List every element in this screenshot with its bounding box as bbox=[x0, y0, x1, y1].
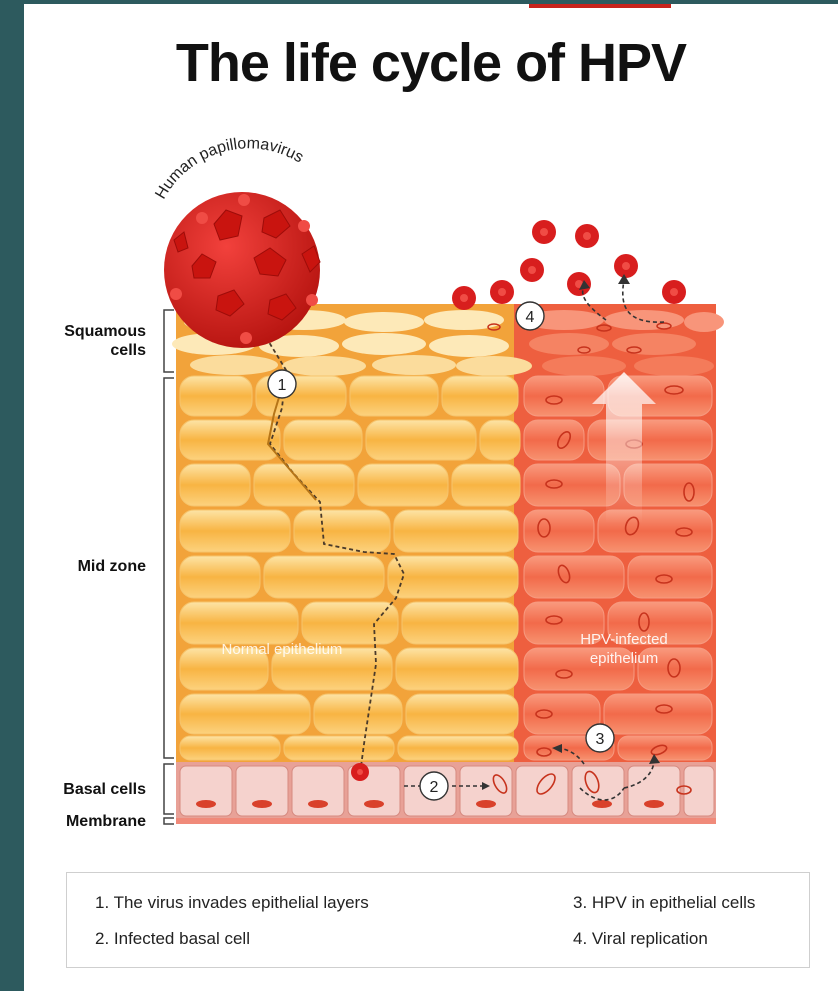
basal-cells-label: Basal cells bbox=[34, 780, 146, 799]
marker-1: 1 bbox=[268, 370, 296, 398]
virus-label: Human papillomavirus bbox=[152, 135, 306, 202]
layer-brackets bbox=[164, 310, 174, 824]
marker-4-label: 4 bbox=[526, 309, 535, 326]
legend-item-1: 1. The virus invades epithelial layers bbox=[95, 893, 369, 913]
mid-zone-label: Mid zone bbox=[44, 557, 146, 576]
legend-item-3: 3. HPV in epithelial cells bbox=[573, 893, 755, 913]
squamous-label-line2: cells bbox=[110, 342, 146, 359]
marker-4: 4 bbox=[516, 302, 544, 330]
squamous-label: Squamous cells bbox=[44, 322, 146, 360]
marker-3: 3 bbox=[586, 724, 614, 752]
membrane-label: Membrane bbox=[34, 812, 146, 831]
hpv-diagram: 1 2 3 4 Normal epithelium HPV-infected e… bbox=[24, 4, 838, 864]
normal-epithelium-label: Normal epithelium bbox=[222, 641, 343, 658]
squamous-label-line1: Squamous bbox=[64, 323, 146, 340]
marker-2-label: 2 bbox=[430, 779, 439, 796]
infected-epithelium-label-line2: epithelium bbox=[590, 650, 658, 667]
marker-3-label: 3 bbox=[596, 731, 605, 748]
marker-2: 2 bbox=[420, 772, 448, 800]
virus-label-path: Human papillomavirus bbox=[152, 135, 306, 202]
infected-epithelium-label-line1: HPV-infected bbox=[580, 631, 668, 648]
marker-1-label: 1 bbox=[278, 377, 287, 394]
membrane bbox=[176, 818, 716, 824]
legend-box: 1. The virus invades epithelial layers 2… bbox=[66, 872, 810, 968]
virus-large bbox=[164, 192, 320, 348]
legend-item-2: 2. Infected basal cell bbox=[95, 929, 250, 949]
mid-zone-cells-normal bbox=[180, 376, 520, 760]
legend-item-4: 4. Viral replication bbox=[573, 929, 708, 949]
slide: The life cycle of HPV bbox=[24, 4, 838, 991]
